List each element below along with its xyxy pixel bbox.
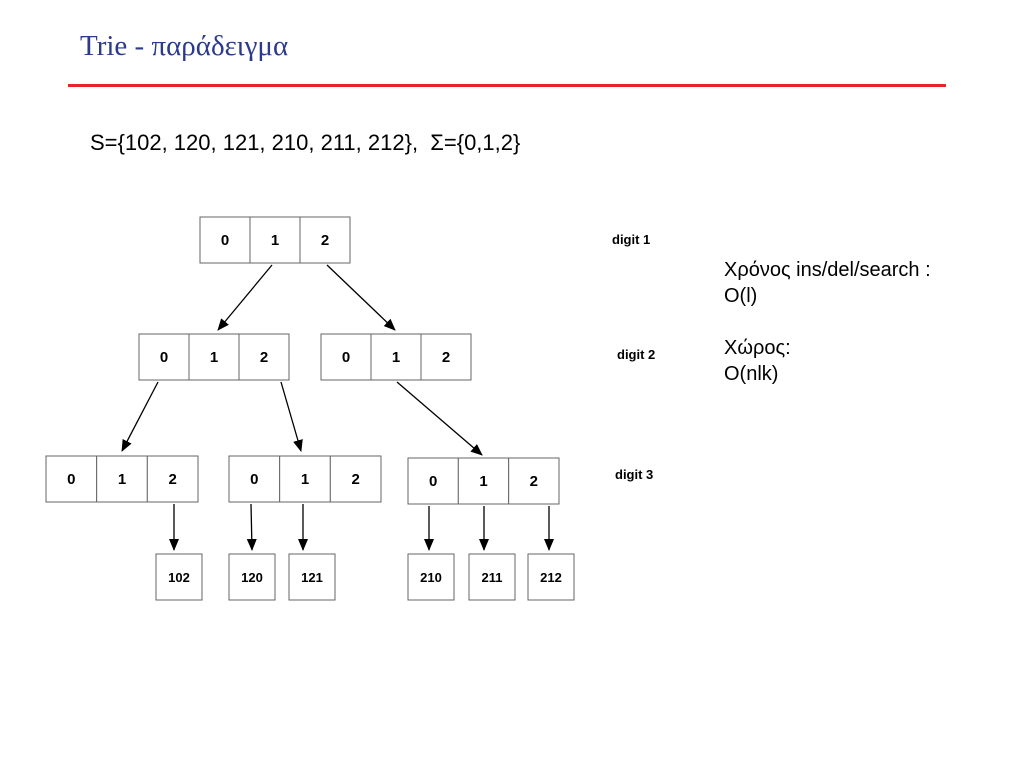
space-label: Χώρος:: [724, 337, 791, 359]
node-cell: [199, 216, 251, 264]
level-labels: digit 1 digit 2 digit 3: [612, 232, 655, 482]
level-label-digit-2: digit 2: [617, 347, 655, 362]
node-cell: [279, 455, 331, 503]
title-divider: [68, 84, 946, 87]
node-cell: [320, 333, 372, 381]
time-label: Χρόνος ins/del/search :: [724, 259, 931, 281]
node-cell-label: 2: [442, 349, 450, 366]
trie-leaves: 102 120 121 210 211 212: [155, 553, 575, 601]
edge-arrow: [246, 503, 257, 551]
node-cell-label: 1: [301, 471, 309, 488]
node-cell: [508, 457, 560, 505]
edge-arrow: [121, 381, 159, 452]
node-cell: [299, 216, 351, 264]
edge-arrow: [217, 264, 273, 331]
node-cell: [228, 455, 281, 503]
leaf-l120: 120: [228, 553, 276, 601]
node-cell-label: 2: [351, 471, 359, 488]
edge-arrow: [280, 381, 303, 452]
level-label-digit-1: digit 1: [612, 232, 650, 247]
leaf-box: [527, 553, 575, 601]
leaf-l212: 212: [527, 553, 575, 601]
leaf-label: 212: [540, 570, 562, 585]
page-title: Trie - παράδειγμα: [80, 30, 289, 62]
node-cell: [45, 455, 98, 503]
node-cell-label: 1: [271, 232, 279, 249]
leaf-l121: 121: [288, 553, 336, 601]
node-cell-label: 2: [260, 349, 268, 366]
trie-node-n0: 0 1 2: [138, 333, 290, 381]
complexity-notes: Χρόνος ins/del/search : O(l) Χώρος: O(nl…: [724, 257, 931, 387]
edge-arrow: [396, 381, 483, 456]
node-cell: [96, 455, 148, 503]
leaf-box: [155, 553, 203, 601]
node-cell-label: 2: [321, 232, 329, 249]
leaf-box: [228, 553, 276, 601]
edge-arrow: [326, 264, 396, 331]
node-cell-label: 0: [250, 471, 258, 488]
node-cell: [238, 333, 290, 381]
node-cell-label: 0: [221, 232, 229, 249]
leaf-l210: 210: [407, 553, 455, 601]
leaf-l102: 102: [155, 553, 203, 601]
node-cell: [138, 333, 190, 381]
trie-node-n1: 0 1 2: [320, 333, 472, 381]
leaf-box: [407, 553, 455, 601]
trie-edges: [121, 264, 554, 551]
leaf-label: 211: [482, 570, 503, 585]
node-cell: [188, 333, 240, 381]
trie-node-n11: 0 1 2: [407, 457, 560, 505]
node-cell: [420, 333, 472, 381]
trie-node-root: 0 1 2: [199, 216, 351, 264]
leaf-label: 120: [241, 570, 263, 585]
trie-node-n00: 0 1 2: [45, 455, 199, 503]
node-cell-label: 1: [118, 471, 126, 488]
node-cell-label: 1: [392, 349, 400, 366]
leaf-label: 102: [168, 570, 190, 585]
node-cell: [370, 333, 422, 381]
set-definition: S={102, 120, 121, 210, 211, 212}, Σ={0,1…: [90, 130, 521, 155]
leaf-box: [468, 553, 516, 601]
time-value: O(l): [724, 285, 758, 307]
node-cell: [146, 455, 199, 503]
node-cell-label: 1: [479, 473, 487, 490]
node-cell-label: 0: [160, 349, 168, 366]
leaf-label: 210: [420, 570, 442, 585]
leaf-box: [288, 553, 336, 601]
node-cell-label: 2: [168, 471, 176, 488]
node-cell: [249, 216, 301, 264]
node-cell-label: 0: [342, 349, 350, 366]
leaf-l211: 211: [468, 553, 516, 601]
trie-node-n01: 0 1 2: [228, 455, 382, 503]
level-label-digit-3: digit 3: [615, 467, 653, 482]
space-value: O(nlk): [724, 363, 779, 385]
node-cell-label: 2: [530, 473, 538, 490]
trie-nodes: 0 1 2 0 1 2 0 1 2 0 1 2 0 1 2 0 1 2: [45, 216, 560, 505]
node-cell-label: 1: [210, 349, 218, 366]
node-cell-label: 0: [67, 471, 75, 488]
node-cell: [329, 455, 382, 503]
leaf-label: 121: [301, 570, 323, 585]
node-cell-label: 0: [429, 473, 437, 490]
